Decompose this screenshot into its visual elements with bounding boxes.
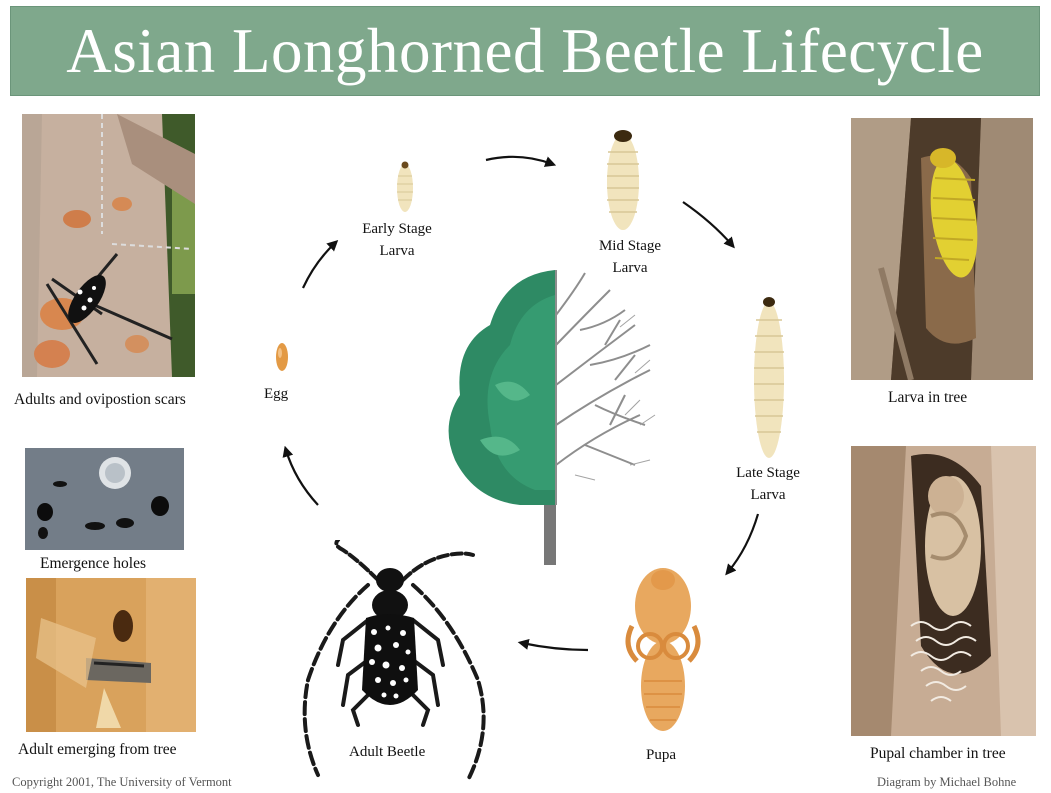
arrow-pupa-to-adult (522, 643, 588, 650)
arrow-egg-to-early (303, 243, 335, 288)
egg-label: Egg (264, 384, 288, 406)
late-larva-label: Late Stage Larva (728, 463, 808, 507)
arrow-adult-to-egg (286, 450, 318, 505)
adult-beetle-label: Adult Beetle (349, 742, 425, 764)
diagram-credit: Diagram by Michael Bohne (877, 775, 1016, 790)
early-larva-label: Early Stage Larva (352, 219, 442, 263)
copyright-credit: Copyright 2001, The University of Vermon… (12, 775, 232, 790)
arrow-mid-to-late (683, 202, 732, 245)
arrow-early-to-mid (486, 157, 552, 164)
arrow-late-to-pupa (728, 514, 758, 572)
pupa-label: Pupa (646, 745, 676, 767)
mid-larva-label: Mid Stage Larva (590, 236, 670, 280)
